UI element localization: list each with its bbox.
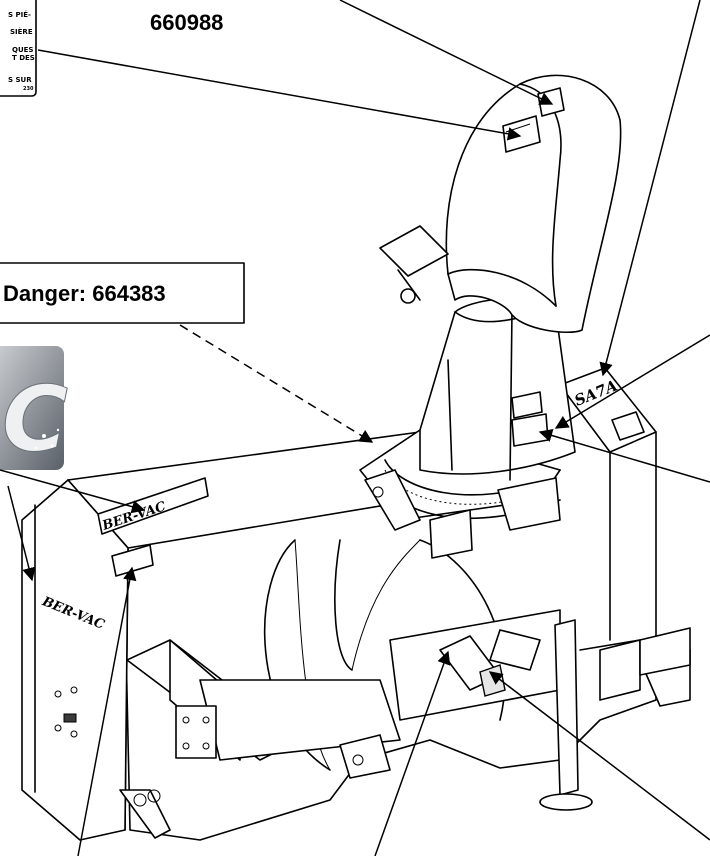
chute-decal-lower (511, 413, 549, 447)
arrow-660988 (339, 0, 554, 105)
deflector-handle (379, 225, 449, 277)
arrow-front-decal (77, 566, 137, 856)
arrow-pto-left (374, 650, 451, 856)
arrow-danger-dashed (179, 324, 374, 443)
jack-stand (554, 619, 579, 796)
arrow-side-panel (7, 485, 36, 582)
decal-line-5: S SUR (8, 76, 32, 84)
decal-line-1: S PIÉ- (8, 10, 31, 19)
deflector-decal-top (537, 87, 565, 117)
danger-label-text: Danger: 664383 (3, 281, 166, 306)
deflector-hood (445, 74, 622, 333)
decal-line-3: QUES (12, 46, 33, 54)
decal-line-2: SIÈRE (10, 27, 33, 36)
chute-motor-bracket (497, 477, 561, 531)
arrow-chute-decal-lower (538, 428, 710, 483)
top-brand-decal (97, 477, 209, 535)
brand-logo-tile: C (0, 346, 69, 473)
chute-crank-arm (364, 469, 421, 531)
logo-letter: C (2, 367, 68, 472)
arrow-top-brand (0, 469, 146, 514)
decal-code: 230 (23, 86, 34, 92)
safety-decal-fragment: S PIÉ- SIÈRE QUES T DES S SUR 230 (0, 0, 37, 97)
snowblower-drawing: SA7A BER-VAC BER-VAC (21, 74, 691, 841)
left-skid-shoe (119, 789, 171, 839)
arrow-gearbox (599, 0, 701, 377)
left-side-panel (21, 479, 129, 841)
danger-label-box: Danger: 664383 (0, 262, 245, 324)
decal-line-4: T DES (12, 54, 35, 62)
part-number-label: 660988 (150, 10, 223, 35)
deflector-decal-side (502, 115, 541, 153)
front-warning-decal (111, 544, 154, 577)
arrow-pto-right (488, 671, 710, 841)
arrow-decal-fragment (37, 49, 522, 141)
chute-decal-upper (511, 391, 543, 419)
arrow-chute-decal-upper (554, 334, 710, 429)
